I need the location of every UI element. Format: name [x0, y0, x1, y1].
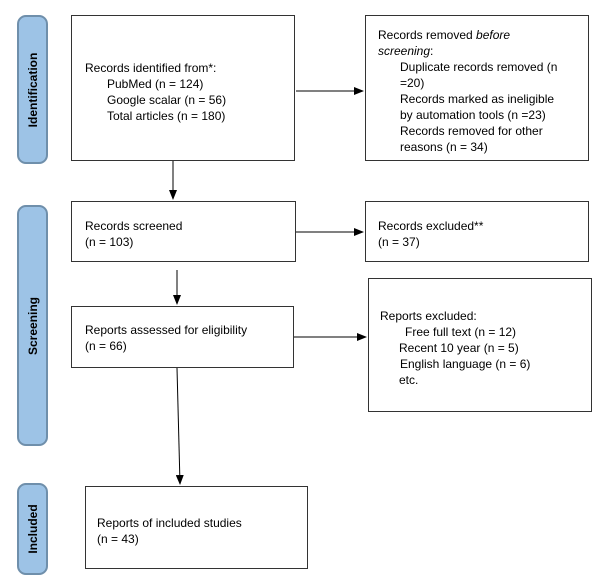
removed-title-line1: Records removed before: [378, 28, 511, 42]
phase-included: Included: [17, 483, 48, 575]
phase-identification: Identification: [17, 15, 48, 164]
removed-duplicates-count: =20): [400, 76, 425, 90]
box-reports-assessed: Reports assessed for eligibility (n = 66…: [71, 306, 294, 368]
identified-total: Total articles (n = 180): [107, 109, 226, 123]
identified-google: Google scalar (n = 56): [107, 93, 227, 107]
assessed-count: (n = 66): [85, 339, 127, 353]
screened-count: (n = 103): [85, 235, 134, 249]
arrow-assessed-to-included: [175, 367, 184, 485]
reports-excluded-title: Reports excluded:: [380, 309, 477, 323]
screened-title: Records screened: [85, 219, 183, 233]
reports-excluded-free: Free full text (n = 12): [405, 325, 517, 339]
box-reports-excluded: Reports excluded: Free full text (n = 12…: [368, 278, 592, 412]
removed-automation: Records marked as ineligible: [400, 92, 555, 106]
excluded-title: Records excluded**: [378, 219, 484, 233]
reports-excluded-etc: etc.: [399, 373, 419, 387]
included-count: (n = 43): [97, 532, 139, 546]
assessed-title: Reports assessed for eligibility: [85, 323, 248, 337]
removed-other: Records removed for other: [400, 124, 543, 138]
identified-title: Records identified from*:: [85, 61, 217, 75]
identified-pubmed: PubMed (n = 124): [107, 77, 204, 91]
box-records-identified: Records identified from*: PubMed (n = 12…: [71, 15, 295, 161]
removed-title-line2: screening:: [378, 44, 434, 58]
box-records-excluded: Records excluded** (n = 37): [365, 201, 589, 262]
box-records-removed: Records removed before screening: Duplic…: [365, 15, 589, 161]
included-title: Reports of included studies: [97, 516, 242, 530]
reports-excluded-recent: Recent 10 year (n = 5): [399, 341, 519, 355]
box-records-screened: Records screened (n = 103): [71, 201, 296, 262]
removed-automation-count: by automation tools (n =23): [400, 108, 546, 122]
box-reports-included: Reports of included studies (n = 43): [85, 486, 308, 569]
phase-screening: Screening: [17, 205, 48, 446]
excluded-count: (n = 37): [378, 235, 420, 249]
removed-other-count: reasons (n = 34): [400, 140, 488, 154]
reports-excluded-english: English language (n = 6): [400, 357, 531, 371]
removed-duplicates: Duplicate records removed (n: [400, 60, 558, 74]
